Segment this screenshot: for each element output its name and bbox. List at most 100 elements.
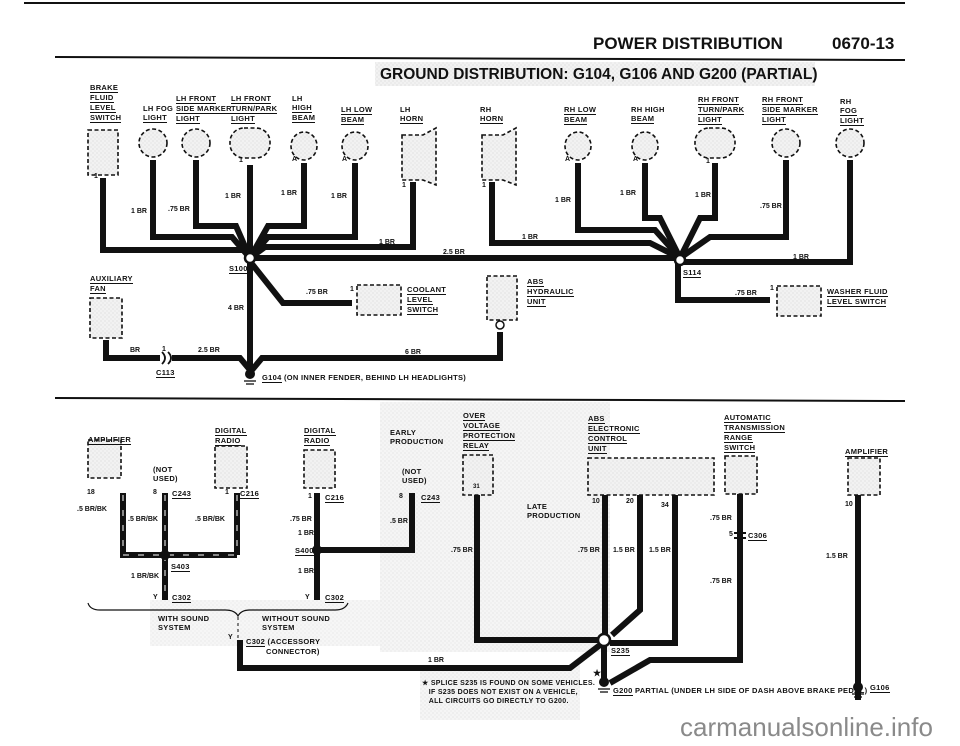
splice-s114 bbox=[673, 253, 687, 267]
wire-label-aux-fan-b: 2.5 BR bbox=[198, 347, 220, 354]
pin-washer: 1 bbox=[770, 285, 774, 292]
wire-amp-left bbox=[120, 493, 237, 558]
splice-s400 bbox=[312, 545, 322, 555]
wire-label-abs-hydraulic: 6 BR bbox=[405, 349, 421, 356]
abs-hydraulic-terminal bbox=[495, 320, 505, 330]
section-title: POWER DISTRIBUTION bbox=[593, 34, 783, 53]
ground-g106 bbox=[852, 682, 864, 698]
lh-low-beam-lamp bbox=[341, 131, 369, 161]
pin-brake: 1 bbox=[94, 173, 98, 180]
label-c302-left: C302 bbox=[172, 593, 192, 603]
label-g106: G106 bbox=[870, 683, 890, 693]
pin-abs-34: 34 bbox=[661, 502, 669, 509]
section-divider bbox=[54, 397, 906, 402]
wire-label-lh-horn: 1 BR bbox=[379, 239, 395, 246]
sound-option-zone bbox=[150, 600, 380, 646]
pin-coolant: 1 bbox=[350, 286, 354, 293]
wire-label-radio-2-b: 1 BR bbox=[298, 530, 314, 537]
rh-low-beam-lamp bbox=[564, 131, 592, 161]
early-production-zone bbox=[380, 402, 610, 652]
wire-label-radio-2-a: .75 BR bbox=[290, 516, 312, 523]
lh-turn-lamp bbox=[229, 127, 271, 159]
rh-turn-lamp bbox=[694, 127, 736, 159]
wire-label-lh-side: .75 BR bbox=[168, 206, 190, 213]
label-g104: G104 (ON INNER FENDER, BEHIND LH HEADLIG… bbox=[262, 373, 467, 383]
amplifier-left-box bbox=[87, 439, 122, 479]
pin-radio-2: 1 bbox=[308, 493, 312, 500]
pin-trans: 5 bbox=[729, 531, 733, 538]
wire-label-not-used-1: .5 BR/BK bbox=[128, 516, 158, 523]
wire-abs-20 bbox=[610, 495, 643, 638]
wire-accessory bbox=[237, 640, 602, 671]
wire-aux-fan-a bbox=[103, 340, 160, 361]
wire-rh-low bbox=[575, 163, 683, 260]
label-c216-2: C216 bbox=[325, 493, 345, 503]
wire-label-washer: .75 BR bbox=[735, 290, 757, 297]
label-c113: C113 bbox=[156, 368, 175, 378]
wire-label-aux-fan-a: BR bbox=[130, 347, 141, 354]
sound-option-brace bbox=[87, 602, 349, 618]
wire-aux-fan-b bbox=[172, 355, 253, 372]
title-shade bbox=[375, 62, 815, 86]
wire-label-relay: .75 BR bbox=[451, 547, 473, 554]
rh-fog-lamp bbox=[835, 128, 865, 158]
connector-c113 bbox=[161, 351, 172, 365]
wire-washer bbox=[675, 262, 770, 303]
ground-g200 bbox=[598, 677, 610, 693]
label-s235: S235 bbox=[611, 646, 630, 656]
header-rule bbox=[54, 56, 906, 61]
wire-lh-horn bbox=[248, 182, 416, 261]
pin-lh-horn: 1 bbox=[402, 182, 406, 189]
wire-brake bbox=[100, 178, 250, 253]
wire-label-s403-down: 1 BR/BK bbox=[131, 573, 160, 580]
wire-rh-fog bbox=[680, 160, 853, 265]
abs-ecu-box bbox=[587, 457, 715, 496]
wire-label-s400-down: 1 BR bbox=[298, 568, 314, 575]
wire-label-amp-left: .5 BR/BK bbox=[77, 506, 107, 513]
pin-lh-turn: 1 bbox=[239, 157, 243, 164]
relay-box bbox=[462, 454, 494, 496]
splice-s100 bbox=[243, 251, 257, 265]
label-s403: S403 bbox=[171, 562, 190, 572]
pin-lh-low: A bbox=[342, 156, 348, 163]
watermark: carmanualsonline.info bbox=[680, 712, 933, 742]
note-zone bbox=[420, 665, 580, 720]
brake-switch-box bbox=[87, 129, 119, 176]
wire-not-used-2 bbox=[317, 493, 415, 553]
wire-label-rh-turn: 1 BR bbox=[695, 192, 711, 199]
connector-c306 bbox=[734, 532, 746, 539]
label-amplifier-left: AMPLIFIER bbox=[88, 435, 132, 445]
wire-label-lh-fog: 1 BR bbox=[131, 208, 147, 215]
wire-label-brake: .75 BR bbox=[118, 247, 140, 254]
wire-label-trans-b: .75 BR bbox=[710, 578, 732, 585]
wire-rh-horn bbox=[489, 182, 682, 261]
wire-label-rh-horn: 1 BR bbox=[522, 234, 538, 241]
pin-rh-high: A bbox=[633, 156, 639, 163]
wire-label-coolant: .75 BR bbox=[306, 289, 328, 296]
pin-c113: 1 bbox=[162, 346, 166, 353]
rh-high-beam-lamp bbox=[631, 131, 659, 161]
rh-horn-shape bbox=[481, 126, 517, 187]
ground-g104 bbox=[244, 369, 256, 385]
digital-radio-2-box bbox=[303, 449, 336, 489]
wire-label-lh-high: 1 BR bbox=[281, 190, 297, 197]
pin-rh-low: A bbox=[565, 156, 571, 163]
splice-s403 bbox=[160, 550, 170, 560]
